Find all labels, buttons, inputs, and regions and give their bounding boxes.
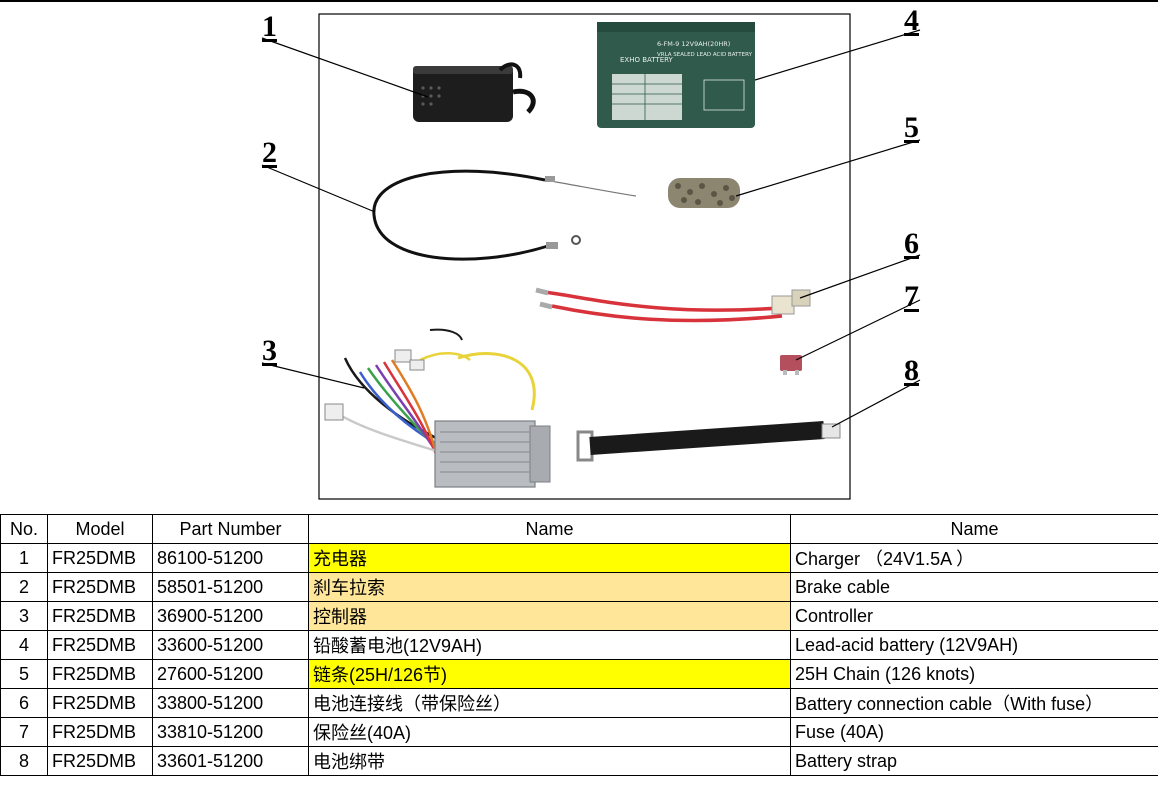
cell-part-number: 33800-51200 [152, 688, 309, 718]
cell-name-en: Controller [790, 601, 1158, 631]
cell-no: 3 [0, 601, 48, 631]
battery-connection-cable-illustration [535, 287, 811, 323]
header-model: Model [47, 514, 153, 544]
cell-model: FR25DMB [47, 659, 153, 689]
cell-model: FR25DMB [47, 543, 153, 573]
cell-name-cn: 电池绑带 [308, 746, 791, 776]
callout-2: 2 [262, 136, 277, 169]
cell-part-number: 36900-51200 [152, 601, 309, 631]
cell-name-cn: 电池连接线（带保险丝） [308, 688, 791, 718]
cell-name-en: 25H Chain (126 knots) [790, 659, 1158, 689]
callout-7: 7 [904, 280, 919, 313]
cell-name-cn: 铅酸蓄电池(12V9AH) [308, 630, 791, 660]
callout-4: 4 [904, 4, 919, 37]
cell-name-en: Lead-acid battery (12V9AH) [790, 630, 1158, 660]
cell-no: 8 [0, 746, 48, 776]
cell-no: 1 [0, 543, 48, 573]
callout-3: 3 [262, 334, 277, 367]
parts-illustration: EXHO BATTERY 6-FM-9 12V9AH(20HR) VRLA SE… [261, 13, 921, 500]
cell-name-cn: 链条(25H/126节) [308, 659, 791, 689]
battery-strap-illustration [576, 421, 841, 462]
cell-part-number: 33810-51200 [152, 717, 309, 747]
callout-6: 6 [904, 227, 919, 260]
cell-no: 2 [0, 572, 48, 602]
battery-brand: EXHO BATTERY [620, 56, 674, 64]
controller-illustration [324, 328, 551, 488]
cell-no: 6 [0, 688, 48, 718]
cell-name-en: Battery connection cable（With fuse） [790, 688, 1158, 718]
table-header-row: No. Model Part Number Name Name [0, 514, 1158, 544]
cell-model: FR25DMB [47, 601, 153, 631]
cell-name-cn: 刹车拉索 [308, 572, 791, 602]
cell-no: 4 [0, 630, 48, 660]
header-name-en: Name [790, 514, 1158, 544]
cell-name-en: Fuse (40A) [790, 717, 1158, 747]
cell-name-cn: 充电器 [308, 543, 791, 573]
cell-name-cn: 保险丝(40A) [308, 717, 791, 747]
battery-illustration: EXHO BATTERY 6-FM-9 12V9AH(20HR) VRLA SE… [597, 22, 755, 128]
cell-name-en: Brake cable [790, 572, 1158, 602]
cell-name-en: Charger （24V1.5A ） [790, 543, 1158, 573]
cell-part-number: 58501-51200 [152, 572, 309, 602]
parts-diagram: EXHO BATTERY 6-FM-9 12V9AH(20HR) VRLA SE… [261, 4, 921, 500]
top-rule [0, 0, 1158, 2]
cell-model: FR25DMB [47, 717, 153, 747]
brake-cable-illustration [372, 169, 637, 261]
cell-part-number: 86100-51200 [152, 543, 309, 573]
cell-no: 5 [0, 659, 48, 689]
chain-illustration [668, 178, 740, 208]
cell-model: FR25DMB [47, 688, 153, 718]
cell-model: FR25DMB [47, 572, 153, 602]
charger-illustration [413, 62, 536, 122]
callout-1: 1 [262, 10, 277, 43]
header-no: No. [0, 514, 48, 544]
cell-name-cn: 控制器 [308, 601, 791, 631]
battery-label-line2: VRLA SEALED LEAD ACID BATTERY [657, 52, 753, 58]
callout-8: 8 [904, 354, 919, 387]
cell-part-number: 33601-51200 [152, 746, 309, 776]
callout-leader-lines [261, 29, 921, 428]
battery-label-line1: 6-FM-9 12V9AH(20HR) [657, 40, 730, 48]
callout-5: 5 [904, 111, 919, 144]
cell-no: 7 [0, 717, 48, 747]
cell-part-number: 27600-51200 [152, 659, 309, 689]
fuse-illustration [780, 355, 802, 375]
header-name-cn: Name [308, 514, 791, 544]
cell-part-number: 33600-51200 [152, 630, 309, 660]
cell-name-en: Battery strap [790, 746, 1158, 776]
cell-model: FR25DMB [47, 630, 153, 660]
cell-model: FR25DMB [47, 746, 153, 776]
header-part-number: Part Number [152, 514, 309, 544]
